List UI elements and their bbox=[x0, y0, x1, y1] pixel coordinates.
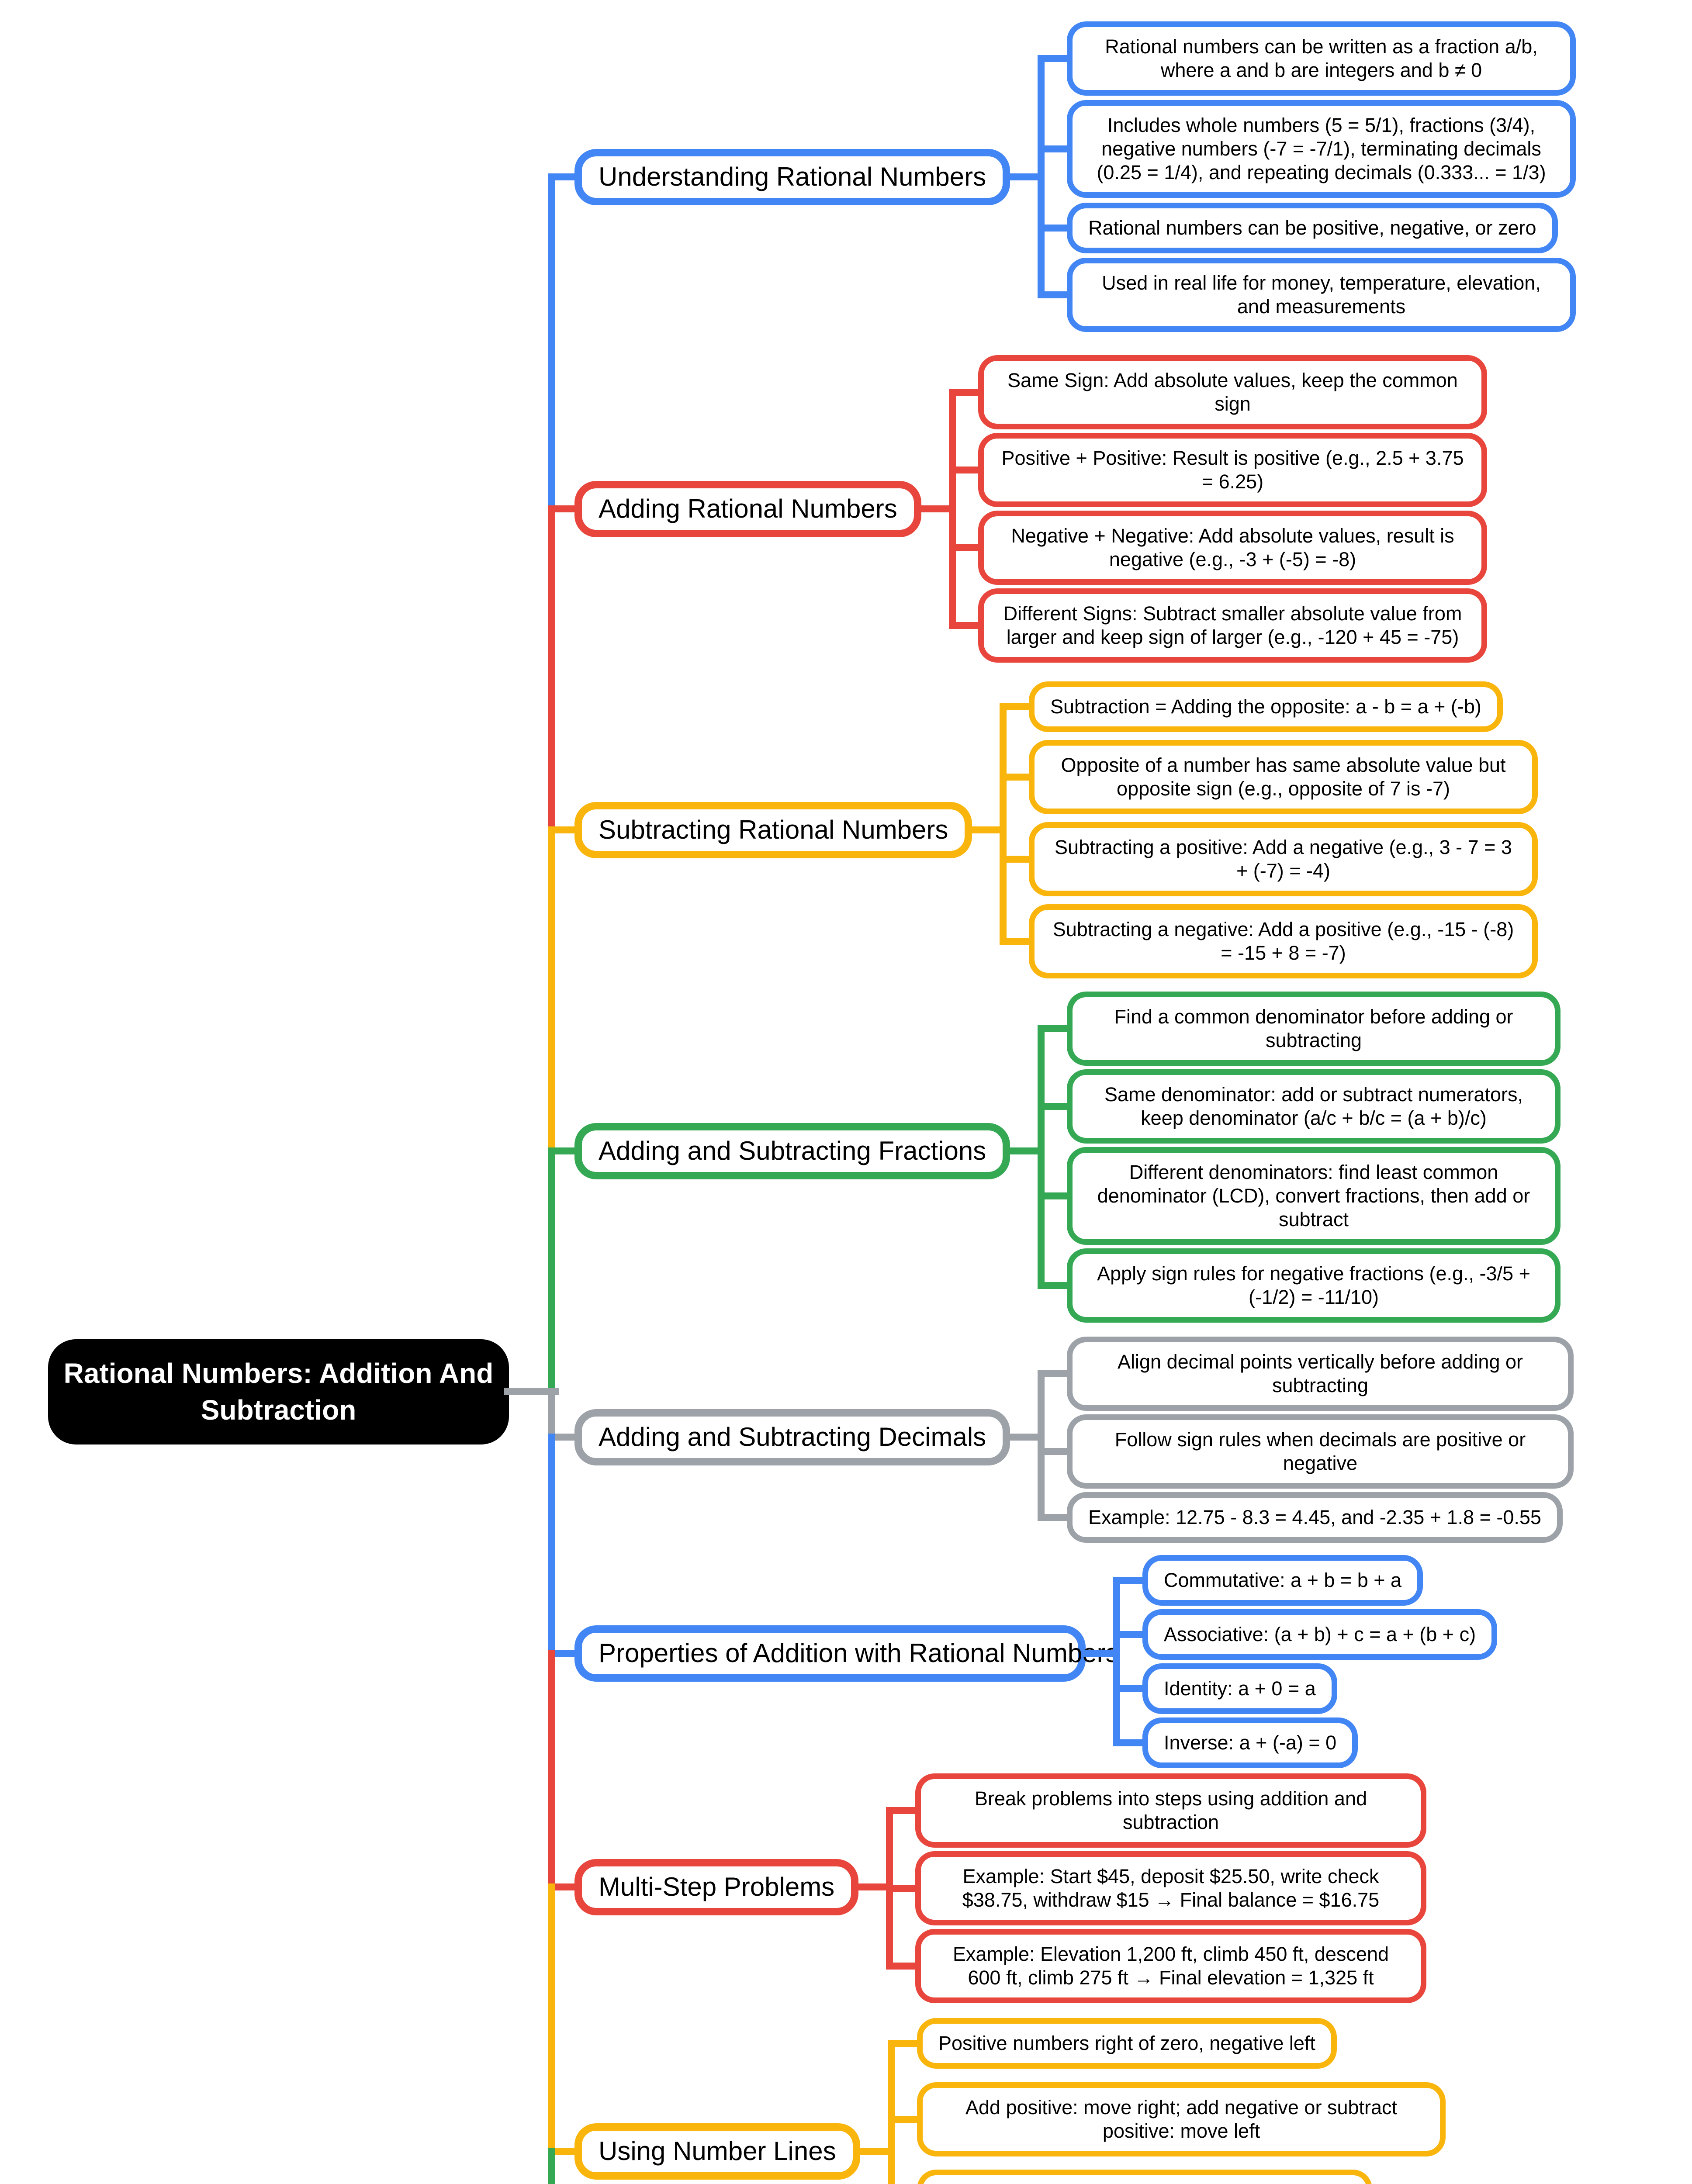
connector-topic-to-subtrunk bbox=[1081, 1650, 1120, 1657]
leaf-node: Opposite of a number has same absolute v… bbox=[1029, 740, 1538, 814]
connector-branch-subtrunk bbox=[1038, 1370, 1045, 1521]
connector-subtrunk-to-leaf bbox=[1038, 145, 1072, 152]
connector-subtrunk-to-leaf bbox=[1038, 1448, 1072, 1455]
connector-trunk-to-topic bbox=[552, 1883, 581, 1890]
leaf-node: Align decimal points vertically before a… bbox=[1067, 1337, 1574, 1411]
trunk-segment bbox=[548, 826, 555, 1154]
leaf-node: Subtracting a negative: Add a positive (… bbox=[1029, 904, 1538, 978]
connector-subtrunk-to-leaf bbox=[949, 467, 983, 473]
leaf-node: Find a common denominator before adding … bbox=[1067, 992, 1561, 1066]
trunk-segment bbox=[548, 1883, 555, 2155]
leaf-node: Associative: (a + b) + c = a + (b + c) bbox=[1142, 1609, 1498, 1660]
leaf-node: Positive + Positive: Result is positive … bbox=[978, 433, 1487, 507]
leaf-node: Subtraction = Adding the opposite: a - b… bbox=[1029, 681, 1503, 732]
trunk-segment bbox=[548, 1388, 555, 1441]
connector-subtrunk-to-leaf bbox=[1038, 1514, 1072, 1521]
connector-subtrunk-to-leaf bbox=[1038, 1103, 1072, 1110]
branch-topic-multi-step-problems: Multi-Step Problems bbox=[574, 1859, 859, 1915]
leaf-node: Negative + Negative: Add absolute values… bbox=[978, 511, 1487, 585]
leaf-node: Used in real life for money, temperature… bbox=[1067, 258, 1576, 332]
connector-trunk-to-topic bbox=[552, 1147, 581, 1154]
connector-subtrunk-to-leaf bbox=[1113, 1739, 1148, 1746]
connector-subtrunk-to-leaf bbox=[1113, 1685, 1148, 1692]
leaf-node: Break problems into steps using addition… bbox=[915, 1773, 1426, 1848]
connector-subtrunk-to-leaf bbox=[1113, 1631, 1148, 1638]
connector-subtrunk-to-leaf bbox=[949, 544, 983, 551]
connector-topic-to-subtrunk bbox=[1006, 1434, 1045, 1441]
connector-subtrunk-to-leaf bbox=[886, 1807, 920, 1814]
connector-topic-to-subtrunk bbox=[1006, 173, 1045, 180]
leaf-node: Commutative: a + b = b + a bbox=[1142, 1555, 1423, 1606]
leaf-node: Subtracting a positive: Add a negative (… bbox=[1029, 822, 1538, 896]
connector-subtrunk-to-leaf bbox=[1038, 291, 1072, 298]
branch-topic-properties-of-addition-with-rational-numbers: Properties of Addition with Rational Num… bbox=[574, 1625, 1119, 1682]
branch-topic-using-number-lines: Using Number Lines bbox=[574, 2123, 860, 2180]
leaf-node: Different Signs: Subtract smaller absolu… bbox=[978, 588, 1487, 663]
branch-topic-adding-and-subtracting-decimals: Adding and Subtracting Decimals bbox=[574, 1409, 1010, 1465]
connector-subtrunk-to-leaf bbox=[1000, 856, 1034, 863]
connector-subtrunk-to-leaf bbox=[1038, 1370, 1072, 1377]
connector-trunk-to-topic bbox=[552, 505, 581, 512]
trunk-segment bbox=[548, 505, 555, 833]
branch-topic-adding-and-subtracting-fractions: Adding and Subtracting Fractions bbox=[574, 1123, 1010, 1179]
connector-branch-subtrunk bbox=[888, 2040, 895, 2184]
connector-subtrunk-to-leaf bbox=[1038, 1282, 1072, 1289]
trunk-segment bbox=[548, 1147, 555, 1395]
connector-subtrunk-to-leaf bbox=[1038, 1192, 1072, 1199]
connector-trunk-to-topic bbox=[552, 826, 581, 833]
branch-topic-adding-rational-numbers: Adding Rational Numbers bbox=[574, 481, 921, 537]
connector-subtrunk-to-leaf bbox=[1038, 225, 1072, 232]
leaf-node: Positive numbers right of zero, negative… bbox=[917, 2018, 1337, 2069]
connector-root-to-trunk bbox=[504, 1388, 559, 1395]
connector-subtrunk-to-leaf bbox=[888, 2116, 922, 2123]
trunk-segment bbox=[548, 173, 555, 512]
connector-subtrunk-to-leaf bbox=[949, 622, 983, 629]
connector-subtrunk-to-leaf bbox=[1000, 938, 1034, 945]
leaf-node: Rational numbers can be positive, negati… bbox=[1067, 203, 1558, 253]
leaf-node: Apply sign rules for negative fractions … bbox=[1067, 1248, 1561, 1323]
connector-topic-to-subtrunk bbox=[917, 505, 956, 512]
leaf-node: Example: Elevation 1,200 ft, climb 450 f… bbox=[915, 1929, 1426, 2003]
connector-branch-subtrunk bbox=[1000, 703, 1007, 945]
connector-branch-subtrunk bbox=[1038, 1025, 1045, 1289]
leaf-node: Rational numbers can be written as a fra… bbox=[1067, 21, 1576, 96]
branch-topic-subtracting-rational-numbers: Subtracting Rational Numbers bbox=[574, 802, 972, 858]
leaf-node: Different denominators: find least commo… bbox=[1067, 1147, 1561, 1245]
connector-subtrunk-to-leaf bbox=[888, 2040, 922, 2047]
leaf-node: Inverse: a + (-a) = 0 bbox=[1142, 1717, 1358, 1768]
leaf-node: Follow sign rules when decimals are posi… bbox=[1067, 1414, 1574, 1489]
leaf-node: Example: -2 + 5 → start at -2, move 5 ri… bbox=[917, 2170, 1373, 2184]
connector-trunk-to-topic bbox=[552, 173, 581, 180]
connector-topic-to-subtrunk bbox=[856, 2148, 895, 2155]
connector-subtrunk-to-leaf bbox=[886, 1963, 920, 1970]
leaf-node: Same Sign: Add absolute values, keep the… bbox=[978, 355, 1487, 429]
connector-subtrunk-to-leaf bbox=[1000, 703, 1034, 710]
connector-branch-subtrunk bbox=[1113, 1577, 1120, 1746]
trunk-segment bbox=[548, 2148, 555, 2184]
leaf-node: Add positive: move right; add negative o… bbox=[917, 2082, 1446, 2156]
connector-subtrunk-to-leaf bbox=[886, 1885, 920, 1892]
connector-trunk-to-topic bbox=[552, 1434, 581, 1441]
trunk-segment bbox=[548, 1650, 555, 1890]
root-node: Rational Numbers: Addition And Subtracti… bbox=[48, 1339, 509, 1444]
connector-subtrunk-to-leaf bbox=[1113, 1577, 1148, 1584]
connector-topic-to-subtrunk bbox=[968, 826, 1007, 833]
trunk-segment bbox=[548, 1434, 555, 1657]
leaf-node: Identity: a + 0 = a bbox=[1142, 1663, 1337, 1714]
connector-subtrunk-to-leaf bbox=[1038, 1025, 1072, 1032]
leaf-node: Same denominator: add or subtract numera… bbox=[1067, 1069, 1561, 1144]
branch-topic-understanding-rational-numbers: Understanding Rational Numbers bbox=[574, 149, 1010, 205]
connector-subtrunk-to-leaf bbox=[1038, 55, 1072, 62]
connector-topic-to-subtrunk bbox=[1006, 1147, 1045, 1154]
leaf-node: Example: 12.75 - 8.3 = 4.45, and -2.35 +… bbox=[1067, 1492, 1563, 1543]
connector-trunk-to-topic bbox=[552, 1650, 581, 1657]
leaf-node: Includes whole numbers (5 = 5/1), fracti… bbox=[1067, 100, 1576, 198]
connector-topic-to-subtrunk bbox=[854, 1883, 893, 1890]
connector-subtrunk-to-leaf bbox=[949, 389, 983, 396]
connector-subtrunk-to-leaf bbox=[1000, 774, 1034, 781]
connector-trunk-to-topic bbox=[552, 2148, 581, 2155]
leaf-node: Example: Start $45, deposit $25.50, writ… bbox=[915, 1851, 1426, 1925]
